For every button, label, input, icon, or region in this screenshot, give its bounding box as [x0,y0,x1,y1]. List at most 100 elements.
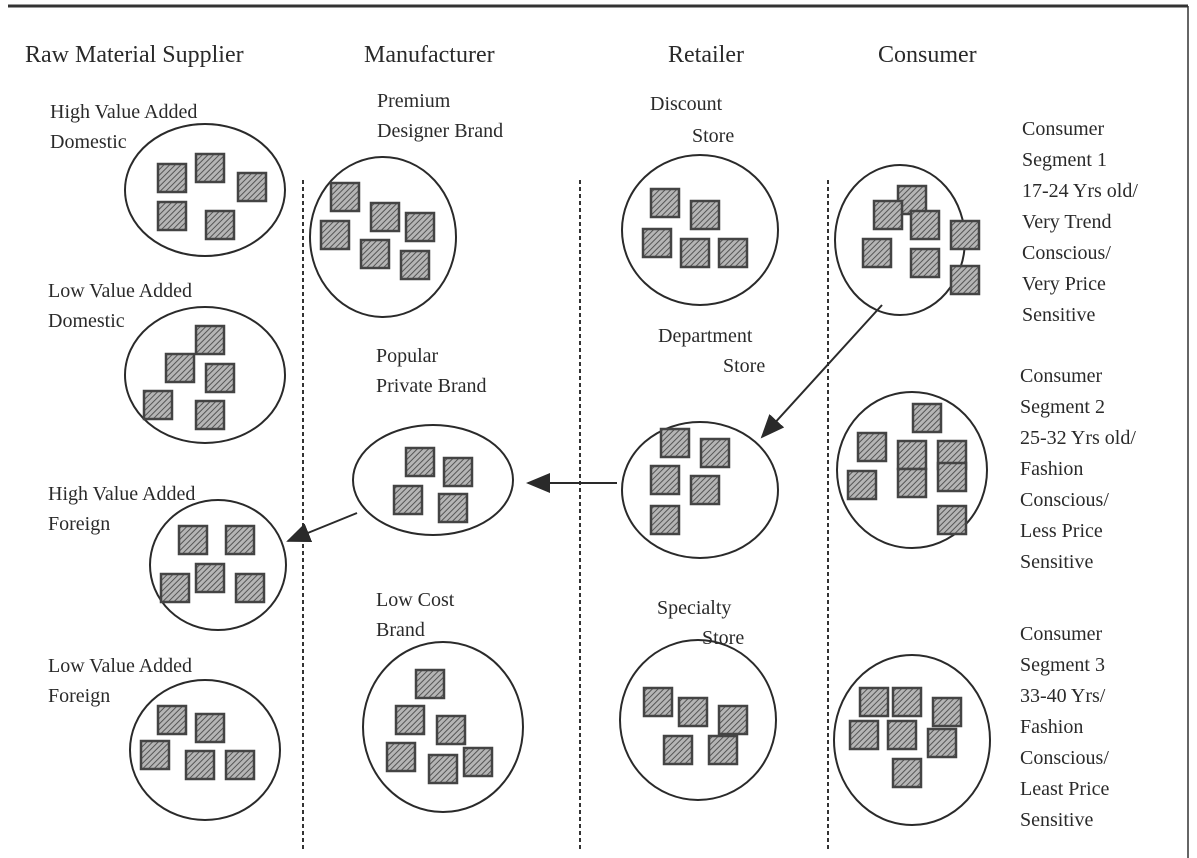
item-square [319,219,351,251]
node-label: Very Trend [1022,211,1111,233]
item-square [659,427,691,459]
node-label: Private Brand [376,375,487,397]
node-label: Consumer [1022,118,1105,140]
node-label: Conscious/ [1022,242,1111,264]
item-square [699,437,731,469]
node-label: 17-24 Yrs old/ [1022,180,1138,202]
node-label: Least Price [1020,778,1110,800]
item-square [936,504,968,536]
node-label: High Value Added [48,483,195,505]
node-label: Domestic [50,131,127,153]
item-square [204,362,236,394]
node-label: Brand [376,619,425,641]
item-square [329,181,361,213]
item-square [194,324,226,356]
item-square [689,199,721,231]
node-label: Low Value Added [48,655,192,677]
node-label: Sensitive [1020,809,1093,831]
item-square [858,686,890,718]
node-label: Discount [650,93,723,115]
group-circle [309,156,457,318]
group-circle [362,641,524,813]
group-circle [621,421,779,559]
node-label: Consumer [1020,623,1103,645]
group-circle [836,391,988,549]
item-square [649,464,681,496]
item-square [679,237,711,269]
node-label: Store [702,627,744,649]
item-square [184,749,216,781]
item-square [931,696,963,728]
column-header: Raw Material Supplier [25,42,244,68]
group-circle [124,306,286,444]
item-square [936,461,968,493]
item-square [717,237,749,269]
group-circle [129,679,281,821]
item-square [649,187,681,219]
item-square [164,352,196,384]
item-square [462,746,494,778]
item-square [385,741,417,773]
node-label: Designer Brand [377,120,503,142]
item-square [442,456,474,488]
item-square [909,209,941,241]
item-square [404,446,436,478]
item-square [399,249,431,281]
node-label: Conscious/ [1020,489,1109,511]
node-label: Segment 3 [1020,654,1105,676]
item-square [194,562,226,594]
item-square [949,264,981,296]
item-square [437,492,469,524]
item-square [236,171,268,203]
item-square [909,247,941,279]
item-square [848,719,880,751]
item-square [896,467,928,499]
item-square [662,734,694,766]
item-square [224,749,256,781]
node-label: Specialty [657,597,731,619]
item-square [369,201,401,233]
column-header: Consumer [878,42,977,68]
item-square [194,399,226,431]
item-square [404,211,436,243]
node-label: Sensitive [1022,304,1095,326]
item-square [649,504,681,536]
item-square [926,727,958,759]
item-square [911,402,943,434]
item-square [177,524,209,556]
column-header: Retailer [668,42,744,68]
item-square [359,238,391,270]
item-square [891,686,923,718]
item-square [689,474,721,506]
item-square [204,209,236,241]
node-label: 25-32 Yrs old/ [1020,427,1136,449]
item-square [707,734,739,766]
node-label: Department [658,325,753,347]
node-label: Domestic [48,310,125,332]
group-circle [149,499,287,631]
item-square [641,227,673,259]
item-square [717,704,749,736]
item-square [392,484,424,516]
item-square [156,162,188,194]
node-label: Premium [377,90,451,112]
node-label: Consumer [1020,365,1103,387]
item-square [886,719,918,751]
node-label: High Value Added [50,101,197,123]
item-square [846,469,878,501]
item-square [856,431,888,463]
item-square [891,757,923,789]
node-label: Store [723,355,765,377]
node-label: Fashion [1020,716,1083,738]
group-circle [352,424,514,536]
